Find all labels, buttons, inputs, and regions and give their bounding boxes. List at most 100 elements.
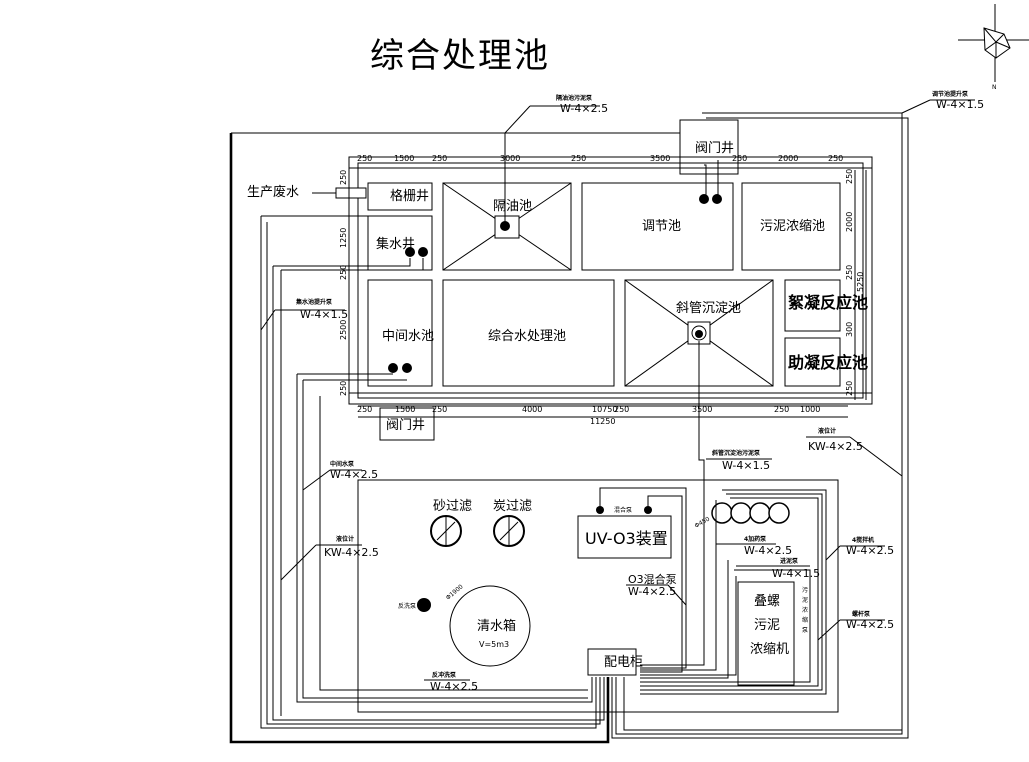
svg-text:絮凝反应池: 絮凝反应池 <box>788 293 868 312</box>
callout-geyou-pump: 隔油池污泥泵 W-4×2.5 <box>504 94 608 134</box>
equipment-room <box>357 479 839 713</box>
callout-screw-pump: 螺杆泵 W-4×2.5 <box>817 610 894 641</box>
dimension-left: 250 1250 250 2500 250 <box>339 170 348 396</box>
svg-text:集水池提升泵: 集水池提升泵 <box>295 298 333 306</box>
svg-text:4加药泵: 4加药泵 <box>744 535 767 543</box>
svg-text:Φ450: Φ450 <box>694 515 712 529</box>
distribution-cabinet: 配电柜 <box>587 648 643 676</box>
svg-text:250: 250 <box>732 154 747 163</box>
north-arrow-icon: N <box>958 4 1029 91</box>
svg-text:炭过滤: 炭过滤 <box>493 499 532 514</box>
svg-text:250: 250 <box>357 154 372 163</box>
cable-runs <box>229 112 909 744</box>
svg-text:斜管沉淀池污泥泵: 斜管沉淀池污泥泵 <box>711 449 761 457</box>
svg-text:斜管沉淀池: 斜管沉淀池 <box>676 301 741 316</box>
callout-level-right: 液位计 KW-4×2.5 <box>806 427 903 477</box>
dimension-top: 250 1500 250 3000 250 3500 250 2000 250 <box>357 154 843 163</box>
svg-text:11250: 11250 <box>590 417 615 426</box>
inlet: 生产废水 <box>247 184 367 200</box>
tank-gegeshajing: 格栅井 <box>367 182 433 211</box>
callout-xiguan-pump: 斜管沉淀池污泥泵 W-4×1.5 <box>706 449 772 472</box>
svg-text:UV-O3装置: UV-O3装置 <box>585 529 668 548</box>
svg-text:W-4×2.5: W-4×2.5 <box>560 102 608 115</box>
svg-text:W-4×1.5: W-4×1.5 <box>722 459 770 472</box>
svg-text:250: 250 <box>357 405 372 414</box>
dimension-bottom: 250 1500 250 4000 10750 250 3500 250 100… <box>357 405 820 426</box>
svg-text:调节池提升泵: 调节池提升泵 <box>932 90 969 98</box>
svg-text:砂过滤: 砂过滤 <box>433 499 472 514</box>
svg-text:污泥浓缩池: 污泥浓缩池 <box>760 218 825 234</box>
svg-text:进泥泵: 进泥泵 <box>780 557 799 565</box>
svg-text:250: 250 <box>339 265 348 280</box>
uv-o3-device: UV-O3装置 <box>577 515 672 559</box>
drawing-title: 综合处理池 <box>370 36 550 76</box>
svg-text:螺杆泵: 螺杆泵 <box>852 610 871 618</box>
svg-text:助凝反应池: 助凝反应池 <box>788 353 868 372</box>
callout-jishui-pump: 集水池提升泵 W-4×1.5 <box>260 298 348 331</box>
callout-level-left: 液位计 KW-4×2.5 <box>280 535 379 581</box>
svg-text:泵: 泵 <box>802 627 808 634</box>
svg-text:3500: 3500 <box>692 405 712 414</box>
svg-text:2000: 2000 <box>778 154 798 163</box>
svg-text:2500: 2500 <box>339 320 348 340</box>
svg-text:生产废水: 生产废水 <box>247 184 299 200</box>
svg-text:W-4×1.5: W-4×1.5 <box>936 98 984 111</box>
tank-tiaojiechi: 调节池 <box>581 182 734 271</box>
svg-text:格栅井: 格栅井 <box>390 188 429 204</box>
callout-feed-pump: 进泥泵 W-4×1.5 <box>736 557 820 580</box>
svg-text:4000: 4000 <box>522 405 542 414</box>
svg-text:浓: 浓 <box>802 606 808 614</box>
svg-text:1500: 1500 <box>395 405 415 414</box>
svg-text:1000: 1000 <box>800 405 820 414</box>
callout-o3-pump: O3混合泵 W-4×2.5 <box>626 572 687 606</box>
svg-text:300: 300 <box>845 322 854 337</box>
svg-text:250: 250 <box>845 265 854 280</box>
svg-text:2000: 2000 <box>845 212 854 232</box>
svg-text:3500: 3500 <box>650 154 670 163</box>
tank-famenjing-top: 阀门井 <box>679 119 739 175</box>
svg-text:250: 250 <box>339 170 348 185</box>
clear-water-tank: 清水箱 V=5m3 Φ1900 <box>445 583 531 667</box>
svg-text:250: 250 <box>614 405 629 414</box>
svg-text:250: 250 <box>432 154 447 163</box>
svg-text:KW-4×2.5: KW-4×2.5 <box>808 440 863 453</box>
tank-zhuningchi: 助凝反应池 <box>784 337 868 387</box>
tank-zhongjianchi: 中间水池 <box>367 279 434 387</box>
svg-text:污: 污 <box>802 586 808 594</box>
sludge-pump-vertical-label: 污 泥 浓 缩 泵 <box>802 586 808 634</box>
svg-text:1500: 1500 <box>394 154 414 163</box>
svg-text:泥: 泥 <box>802 596 808 604</box>
svg-text:5250: 5250 <box>856 272 865 292</box>
north-label: N <box>992 84 997 91</box>
svg-text:污泥: 污泥 <box>754 618 780 633</box>
svg-text:250: 250 <box>828 154 843 163</box>
svg-text:W-4×2.5: W-4×2.5 <box>744 544 792 557</box>
svg-text:混合泵: 混合泵 <box>614 506 632 514</box>
svg-text:集水井: 集水井 <box>376 236 415 252</box>
svg-text:叠螺: 叠螺 <box>754 594 780 609</box>
svg-text:液位计: 液位计 <box>336 535 354 543</box>
svg-text:250: 250 <box>571 154 586 163</box>
tank-jishuijing: 集水井 <box>367 215 433 271</box>
svg-text:W-4×1.5: W-4×1.5 <box>772 567 820 580</box>
carbon-filter: 炭过滤 <box>493 499 532 547</box>
svg-text:250: 250 <box>845 381 854 396</box>
svg-text:阀门井: 阀门井 <box>695 141 734 156</box>
dosing-tanks: Φ450 <box>694 502 790 530</box>
sand-filter: 砂过滤 <box>430 499 472 547</box>
callout-tiaojie-pump: 调节池提升泵 W-4×1.5 <box>901 90 984 114</box>
svg-text:液位计: 液位计 <box>818 427 836 435</box>
svg-text:W-4×2.5: W-4×2.5 <box>330 468 378 481</box>
svg-text:调节池: 调节池 <box>642 219 681 234</box>
svg-text:10750: 10750 <box>592 405 617 414</box>
svg-text:KW-4×2.5: KW-4×2.5 <box>324 546 379 559</box>
svg-text:3000: 3000 <box>500 154 520 163</box>
svg-text:250: 250 <box>845 169 854 184</box>
tank-famenjing-bottom: 阀门井 <box>379 407 435 441</box>
svg-text:V=5m3: V=5m3 <box>479 640 509 649</box>
svg-text:配电柜: 配电柜 <box>604 655 643 670</box>
svg-text:浓缩机: 浓缩机 <box>750 641 789 657</box>
svg-text:250: 250 <box>432 405 447 414</box>
callout-stirrer: 4搅拌机 W-4×2.5 <box>825 536 894 561</box>
